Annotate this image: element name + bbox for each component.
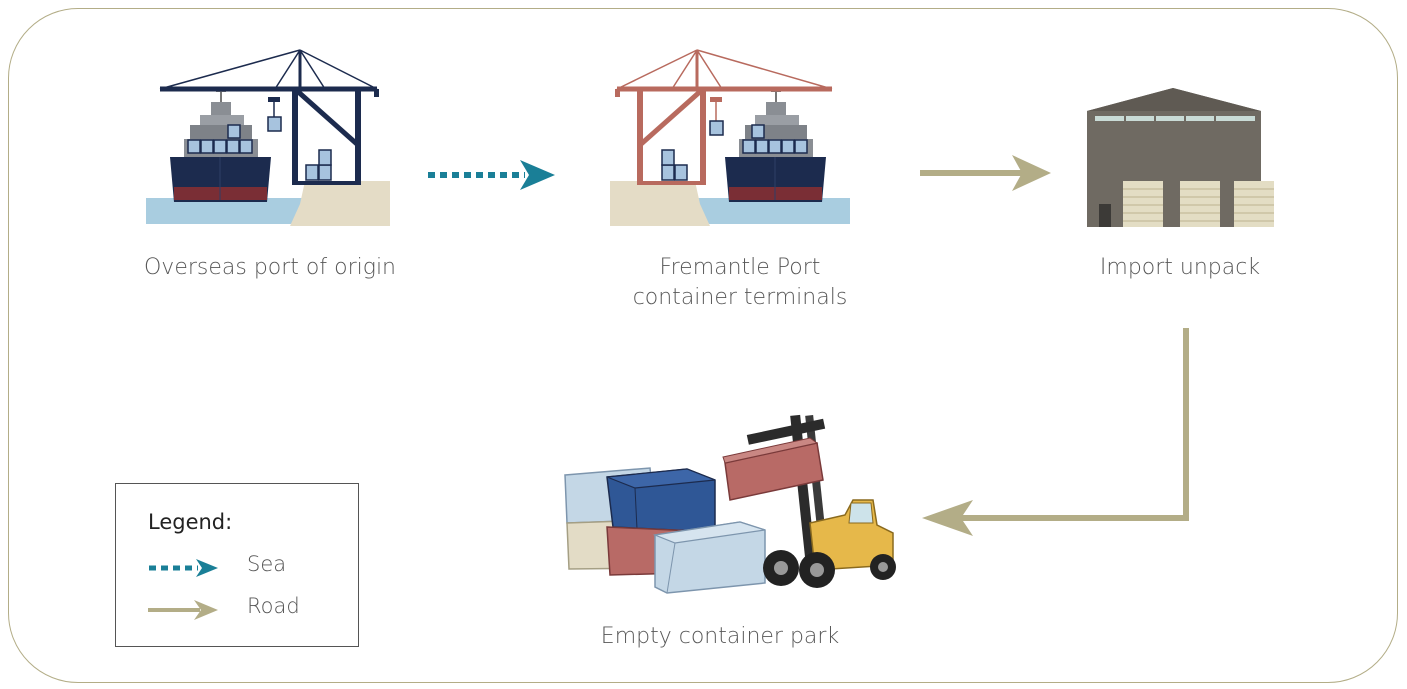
node-label-fremantle-line2: container terminals <box>632 285 848 310</box>
sea-arrow <box>428 160 555 190</box>
fremantle-port-illustration <box>610 49 850 226</box>
legend-sea-arrow-icon <box>149 559 218 577</box>
diagram-frame <box>8 8 1398 683</box>
node-label-origin: Overseas port of origin <box>143 255 396 280</box>
node-label-fremantle-line1: Fremantle Port <box>659 255 821 280</box>
container-park-illustration <box>564 414 896 594</box>
legend-road-label: Road <box>247 594 300 618</box>
warehouse-illustration <box>1087 88 1274 227</box>
legend-box: Legend: Sea Road <box>115 483 359 647</box>
legend-sea-label: Sea <box>247 552 287 576</box>
origin-port-illustration <box>146 49 390 226</box>
road-arrow-to-unpack <box>920 155 1051 191</box>
node-label-park: Empty container park <box>600 624 840 649</box>
node-label-unpack: Import unpack <box>1099 255 1261 280</box>
road-arrow-to-park <box>922 328 1189 536</box>
legend-title: Legend: <box>148 510 233 534</box>
legend-road-arrow-icon <box>148 600 218 620</box>
node-label-fremantle: Fremantle Port container terminals <box>570 253 910 313</box>
